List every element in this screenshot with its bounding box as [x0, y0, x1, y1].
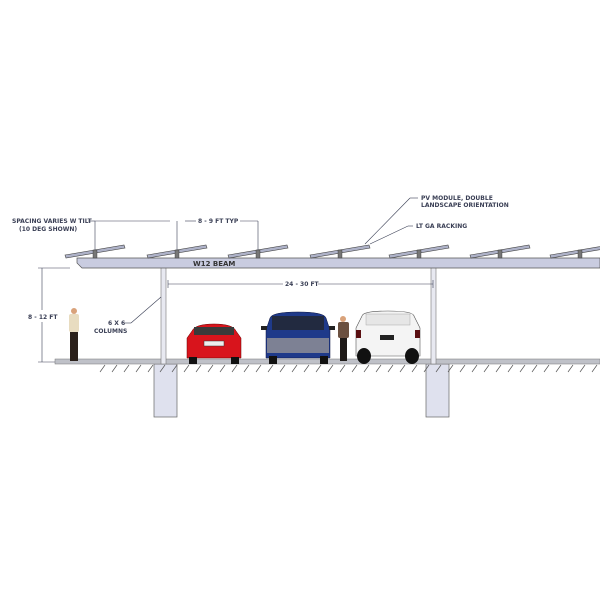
hatch-mark — [471, 364, 478, 373]
spacing-label-line1: SPACING VARIES W TILT — [12, 218, 93, 225]
hatch-mark — [591, 364, 598, 373]
columns-label-line2: COLUMNS — [94, 328, 127, 335]
typ-spacing-label: 8 - 9 FT TYP — [198, 218, 239, 225]
hatch-mark — [183, 364, 190, 373]
hatch-mark — [207, 364, 214, 373]
hatch-mark — [447, 364, 454, 373]
hatch-mark — [99, 364, 106, 373]
hatch-mark — [531, 364, 538, 373]
hatch-mark — [171, 364, 178, 373]
spacing-dimension — [38, 197, 434, 363]
pv-panel-5 — [388, 244, 450, 259]
columns-label-line1: 6 X 6 — [108, 320, 125, 327]
span-label: 24 - 30 FT — [285, 281, 320, 288]
hatch-mark — [327, 364, 334, 373]
hatch-mark — [423, 364, 430, 373]
hatch-mark — [159, 364, 166, 373]
footing-right — [425, 363, 450, 418]
spacing-label-line2: (10 DEG SHOWN) — [19, 226, 77, 233]
hatch-mark — [279, 364, 286, 373]
hatch-mark — [147, 364, 154, 373]
hatch-mark — [363, 364, 370, 373]
hatch-mark — [519, 364, 526, 373]
hatch-mark — [303, 364, 310, 373]
column-right — [430, 266, 437, 365]
w12-beam — [76, 257, 600, 269]
hatch-mark — [231, 364, 238, 373]
hatch-mark — [555, 364, 562, 373]
racking-label: LT GA RACKING — [416, 223, 467, 230]
hatch-mark — [243, 364, 250, 373]
height-label: 8 - 12 FT — [28, 314, 58, 321]
hatch-mark — [459, 364, 466, 373]
hatch-mark — [255, 364, 262, 373]
person-right — [338, 316, 349, 361]
pv-panel-4 — [309, 244, 371, 259]
hatch-mark — [411, 364, 418, 373]
hatch-mark — [495, 364, 502, 373]
hatch-mark — [195, 364, 202, 373]
hatch-mark — [339, 364, 346, 373]
pv-panel-6 — [469, 244, 531, 259]
hatch-mark — [111, 364, 118, 373]
hatch-mark — [483, 364, 490, 373]
pv-panel-2 — [146, 244, 208, 259]
pv-module-label-line2: LANDSCAPE ORIENTATION — [421, 202, 509, 209]
pv-panels — [64, 244, 600, 259]
hatch-mark — [315, 364, 322, 373]
hatch-mark — [567, 364, 574, 373]
hatch-mark — [579, 364, 586, 373]
hatch-mark — [387, 364, 394, 373]
hatch-mark — [291, 364, 298, 373]
pv-panel-7 — [549, 246, 600, 259]
pv-module-label-line1: PV MODULE, DOUBLE — [421, 195, 493, 202]
hatch-mark — [507, 364, 514, 373]
hatch-mark — [351, 364, 358, 373]
column-left — [160, 266, 167, 365]
footing-left — [153, 363, 178, 418]
blue-van — [261, 311, 335, 364]
hatch-mark — [123, 364, 130, 373]
ground-hatch — [99, 364, 598, 373]
white-suv — [355, 310, 421, 364]
hatch-mark — [435, 364, 442, 373]
hatch-mark — [543, 364, 550, 373]
hatch-mark — [267, 364, 274, 373]
beam-label: W12 BEAM — [193, 260, 235, 268]
hatch-mark — [135, 364, 142, 373]
person-left — [69, 308, 79, 361]
hatch-mark — [375, 364, 382, 373]
red-car — [186, 323, 242, 364]
hatch-mark — [399, 364, 406, 373]
pv-panel-1 — [64, 244, 126, 259]
hatch-mark — [219, 364, 226, 373]
